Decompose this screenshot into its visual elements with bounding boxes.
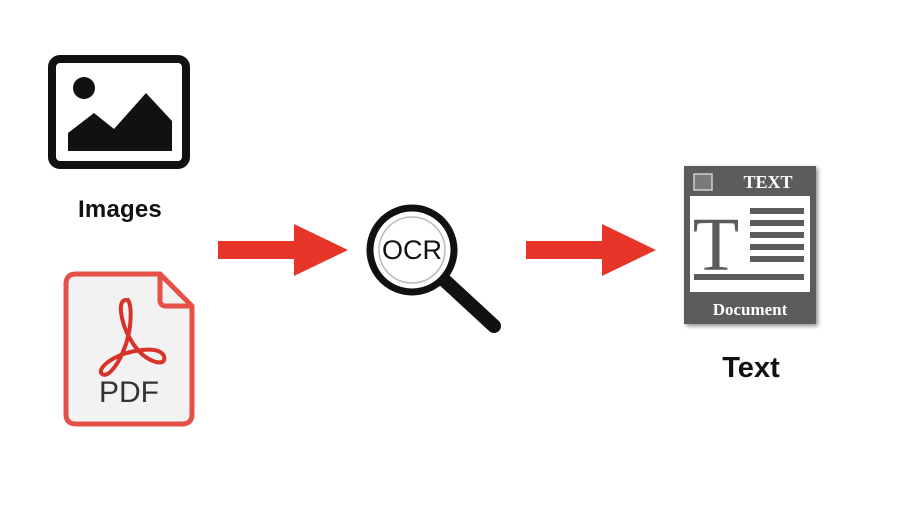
- text-label: Text: [722, 352, 780, 384]
- pdf-file-icon: PDF: [62, 270, 196, 428]
- doc-glyph: T: [693, 203, 739, 287]
- right-arrow-icon: [526, 220, 658, 280]
- ocr-label: OCR: [382, 235, 442, 265]
- doc-header-label: TEXT: [743, 172, 792, 192]
- magnifier-icon: OCR: [364, 200, 506, 338]
- image-photo-icon: [48, 55, 190, 169]
- doc-footer-label: Document: [713, 300, 788, 319]
- right-arrow-icon: [218, 220, 350, 280]
- images-label: Images: [78, 196, 162, 223]
- text-document-icon: TEXT T Document: [680, 162, 822, 332]
- pdf-label: PDF: [99, 376, 159, 409]
